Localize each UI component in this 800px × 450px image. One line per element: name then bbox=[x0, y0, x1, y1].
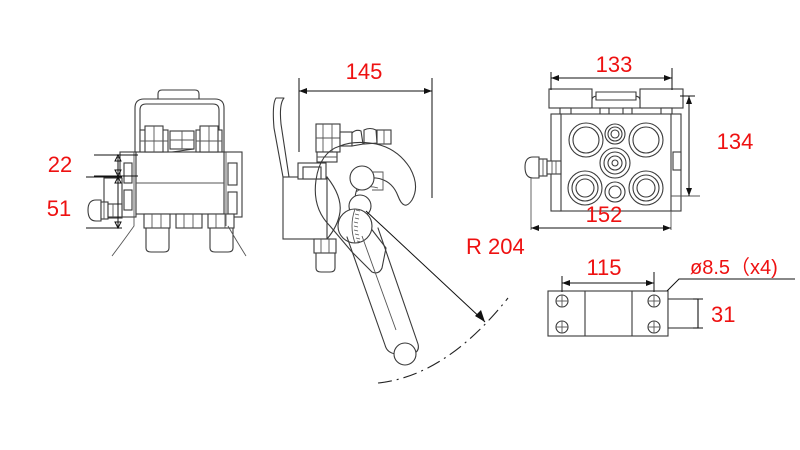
bolt-hole bbox=[647, 320, 661, 334]
dim-label-145: 145 bbox=[346, 59, 383, 84]
dim-label-22: 22 bbox=[48, 152, 72, 177]
dim-115-geometry bbox=[561, 272, 655, 292]
dim-31-geometry bbox=[693, 298, 703, 329]
bolt-hole bbox=[647, 294, 661, 308]
dim-label-r204: R 204 bbox=[466, 234, 525, 259]
dim-22-geometry bbox=[94, 153, 138, 178]
view-side-hook bbox=[272, 97, 509, 384]
dim-label-115: 115 bbox=[586, 255, 621, 280]
view-front-assembly bbox=[87, 89, 247, 257]
dim-label-134: 134 bbox=[717, 129, 754, 154]
dim-134-geometry bbox=[680, 95, 695, 196]
view-top-plate bbox=[524, 88, 700, 230]
dim-label-133: 133 bbox=[596, 52, 633, 77]
dim-152-geometry bbox=[531, 225, 671, 231]
view-bottom-bracket bbox=[547, 278, 795, 337]
bolt-hole bbox=[555, 320, 569, 334]
dim-label-51: 51 bbox=[47, 196, 71, 221]
bolt-hole bbox=[555, 294, 569, 308]
dim-label-152: 152 bbox=[586, 202, 623, 227]
dim-51-geometry bbox=[86, 175, 122, 230]
dim-145-geometry bbox=[298, 78, 433, 198]
dim-label-hole-diameter: ø8.5（x4) bbox=[690, 256, 778, 279]
dim-133-geometry bbox=[550, 68, 673, 90]
dim-label-31: 31 bbox=[711, 302, 735, 327]
